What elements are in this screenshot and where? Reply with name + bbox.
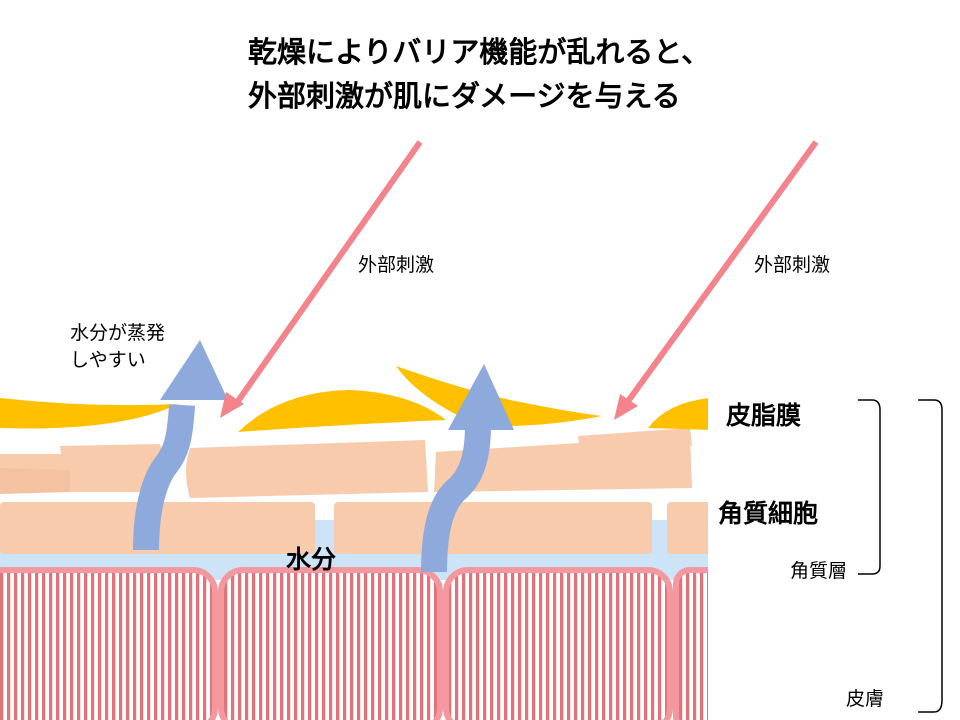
sebum-patch (238, 390, 446, 432)
skin-cell (218, 567, 443, 720)
sebum-patch (396, 366, 602, 427)
evaporation-label-line-2: しやすい (70, 349, 146, 371)
evaporation-label-line-1: 水分が蒸発 (70, 322, 166, 344)
blue-upward-arrow-icon (421, 424, 491, 573)
evaporation-arrow-right (421, 364, 514, 573)
external-stimulus-label-1: 外部刺激 (358, 254, 435, 276)
blue-upward-arrow-icon (133, 404, 195, 551)
stimulus-arrow-left (220, 140, 423, 418)
skin-label: 皮膚 (846, 688, 885, 710)
corneocyte (434, 436, 692, 492)
corneocytes-lower-row (0, 502, 708, 554)
sebum-film (0, 366, 708, 432)
moisture-label: 水分 (286, 545, 337, 574)
stratum-corneum-bracket (858, 399, 881, 575)
corneocyte (60, 444, 165, 460)
evaporation-label: 水分が蒸発 しやすい (70, 320, 165, 374)
corneocyte (667, 502, 708, 554)
corneocyte (186, 440, 428, 498)
skin-bracket (918, 399, 943, 713)
red-diagonal-arrow-icon (233, 140, 423, 406)
sebum-patch (648, 398, 708, 430)
skin-cell (673, 567, 708, 720)
external-stimulus-label-2: 外部刺激 (754, 254, 831, 276)
corneocyte-label: 角質細胞 (718, 499, 819, 528)
title-line-1: 乾燥によりバリア機能が乱れると、 (248, 35, 711, 69)
corneocyte (578, 428, 692, 452)
skin-cell (443, 567, 673, 720)
sebum-patch (0, 398, 178, 429)
sebum-film-label: 皮脂膜 (726, 401, 802, 430)
skin-cell (0, 567, 218, 720)
corneocytes-upper-row (0, 428, 692, 498)
evaporation-arrow-left (133, 340, 228, 551)
red-diagonal-arrow-icon (623, 140, 819, 406)
corneocyte (334, 502, 652, 554)
stratum-corneum-label: 角質層 (790, 560, 848, 582)
title-line-2: 外部刺激が肌にダメージを与える (248, 79, 681, 113)
diagram-title: 乾燥によりバリア機能が乱れると、 外部刺激が肌にダメージを与える (248, 30, 710, 118)
stimulus-arrow-right (614, 140, 819, 420)
skin-cells (0, 567, 708, 720)
corneocyte (0, 468, 70, 494)
